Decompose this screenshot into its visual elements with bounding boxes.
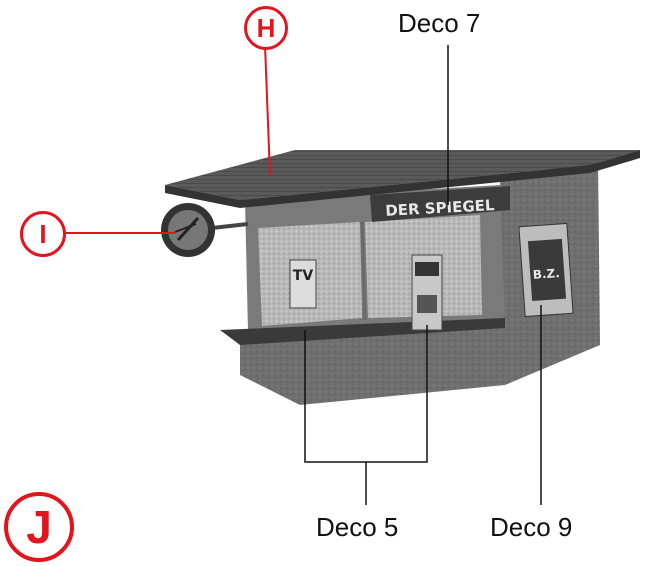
leader-h bbox=[264, 44, 271, 176]
kiosk-sign-text: DER SPIEGEL bbox=[385, 196, 495, 220]
marker-i-letter: I bbox=[39, 218, 47, 249]
marker-h-letter: H bbox=[256, 12, 276, 43]
poster-tv bbox=[289, 259, 317, 309]
kiosk-counter-wall bbox=[240, 325, 505, 405]
marker-j: J bbox=[4, 492, 74, 562]
clock-bracket bbox=[211, 222, 249, 230]
marker-h: H bbox=[244, 6, 288, 50]
kiosk-illustration: DER SPIEGEL TV B.Z. bbox=[161, 150, 640, 405]
kiosk-roof bbox=[165, 150, 640, 200]
poster-tv-text: TV bbox=[293, 268, 314, 284]
label-deco9: Deco 9 bbox=[490, 512, 573, 542]
leader-lines bbox=[65, 44, 542, 505]
kiosk-roof-edge bbox=[165, 150, 640, 208]
label-deco7: Deco 7 bbox=[398, 8, 481, 38]
poster-side-text: B.Z. bbox=[532, 266, 560, 282]
marker-i: I bbox=[20, 211, 66, 257]
marker-j-letter: J bbox=[26, 501, 52, 553]
label-deco5: Deco 5 bbox=[316, 512, 399, 542]
kiosk-sign-board bbox=[370, 186, 510, 222]
